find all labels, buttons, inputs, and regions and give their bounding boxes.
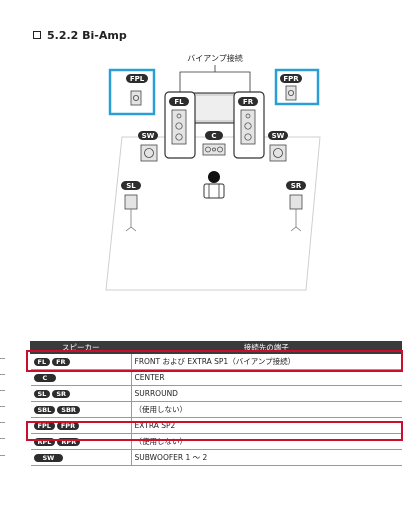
svg-text:SR: SR — [291, 182, 302, 190]
sw-right-speaker: SW — [268, 131, 288, 162]
svg-text:C: C — [211, 132, 216, 140]
tv-icon — [190, 92, 240, 124]
speaker-cell: SW — [30, 449, 132, 466]
table-row: C CENTER — [30, 369, 402, 386]
speaker-badge: RPL — [33, 438, 56, 446]
checkbox-bullet-icon — [33, 31, 41, 39]
listener-icon — [203, 171, 225, 199]
speaker-cell: C — [30, 369, 132, 386]
speaker-badge: FPL — [33, 422, 55, 430]
left-stub-line — [0, 438, 5, 439]
left-stub-line — [0, 390, 5, 391]
speaker-badge: SBL — [33, 406, 56, 414]
fpr-speaker: FPR — [280, 74, 302, 101]
left-stub-line — [0, 358, 5, 359]
left-stub-line — [0, 455, 5, 456]
left-stub-line — [0, 422, 5, 423]
svg-text:FR: FR — [243, 98, 254, 106]
speaker-badge: RPR — [57, 438, 81, 446]
left-stub-line — [0, 374, 5, 375]
speaker-badge: SW — [33, 454, 64, 462]
terminal-cell: FRONT および EXTRA SP1（バイアンプ接続） — [131, 353, 402, 370]
svg-text:FPR: FPR — [283, 75, 299, 83]
section-title: 5.2.2 Bi-Amp — [47, 28, 127, 42]
room-outline — [105, 136, 321, 291]
sl-speaker: SL — [121, 181, 141, 232]
fr-speaker: FR — [233, 91, 265, 159]
speaker-badge: FR — [52, 358, 70, 366]
terminal-cell: SURROUND — [131, 385, 402, 402]
biamp-callout-bracket — [179, 71, 251, 92]
speaker-layout-diagram: バイアンプ接続 FPL FPR FL FR — [105, 53, 321, 291]
fpl-highlight-box — [108, 68, 156, 116]
sw-left-speaker: SW — [138, 131, 158, 162]
table-row: SW SUBWOOFER 1 ～ 2 — [30, 449, 402, 466]
svg-text:FPL: FPL — [130, 75, 145, 83]
fpr-highlight-box — [274, 68, 320, 106]
speaker-badge: SL — [33, 390, 51, 398]
speaker-badge: SR — [52, 390, 71, 398]
fl-speaker: FL — [164, 91, 196, 159]
svg-text:SW: SW — [142, 132, 155, 140]
speaker-badge: SBR — [57, 406, 80, 414]
row-highlight-frame-front — [26, 350, 403, 372]
svg-text:SW: SW — [272, 132, 285, 140]
svg-text:FL: FL — [174, 98, 184, 106]
terminal-cell: CENTER — [131, 369, 402, 386]
c-speaker: C — [202, 131, 226, 156]
speaker-badge: FL — [33, 358, 51, 366]
sr-speaker: SR — [286, 181, 306, 232]
speaker-badge: C — [33, 374, 57, 382]
fpl-speaker: FPL — [126, 74, 148, 106]
terminal-cell: （使用しない） — [131, 401, 402, 418]
section-heading: 5.2.2 Bi-Amp — [33, 27, 127, 43]
speaker-badge: FPR — [56, 422, 80, 430]
left-stub-line — [0, 406, 5, 407]
terminal-cell: （使用しない） — [131, 433, 402, 450]
row-highlight-frame-extra-sp2 — [26, 421, 403, 441]
biamp-callout-label: バイアンプ接続 — [187, 53, 242, 63]
terminal-cell: SUBWOOFER 1 ～ 2 — [131, 449, 402, 466]
svg-text:SL: SL — [126, 182, 136, 190]
